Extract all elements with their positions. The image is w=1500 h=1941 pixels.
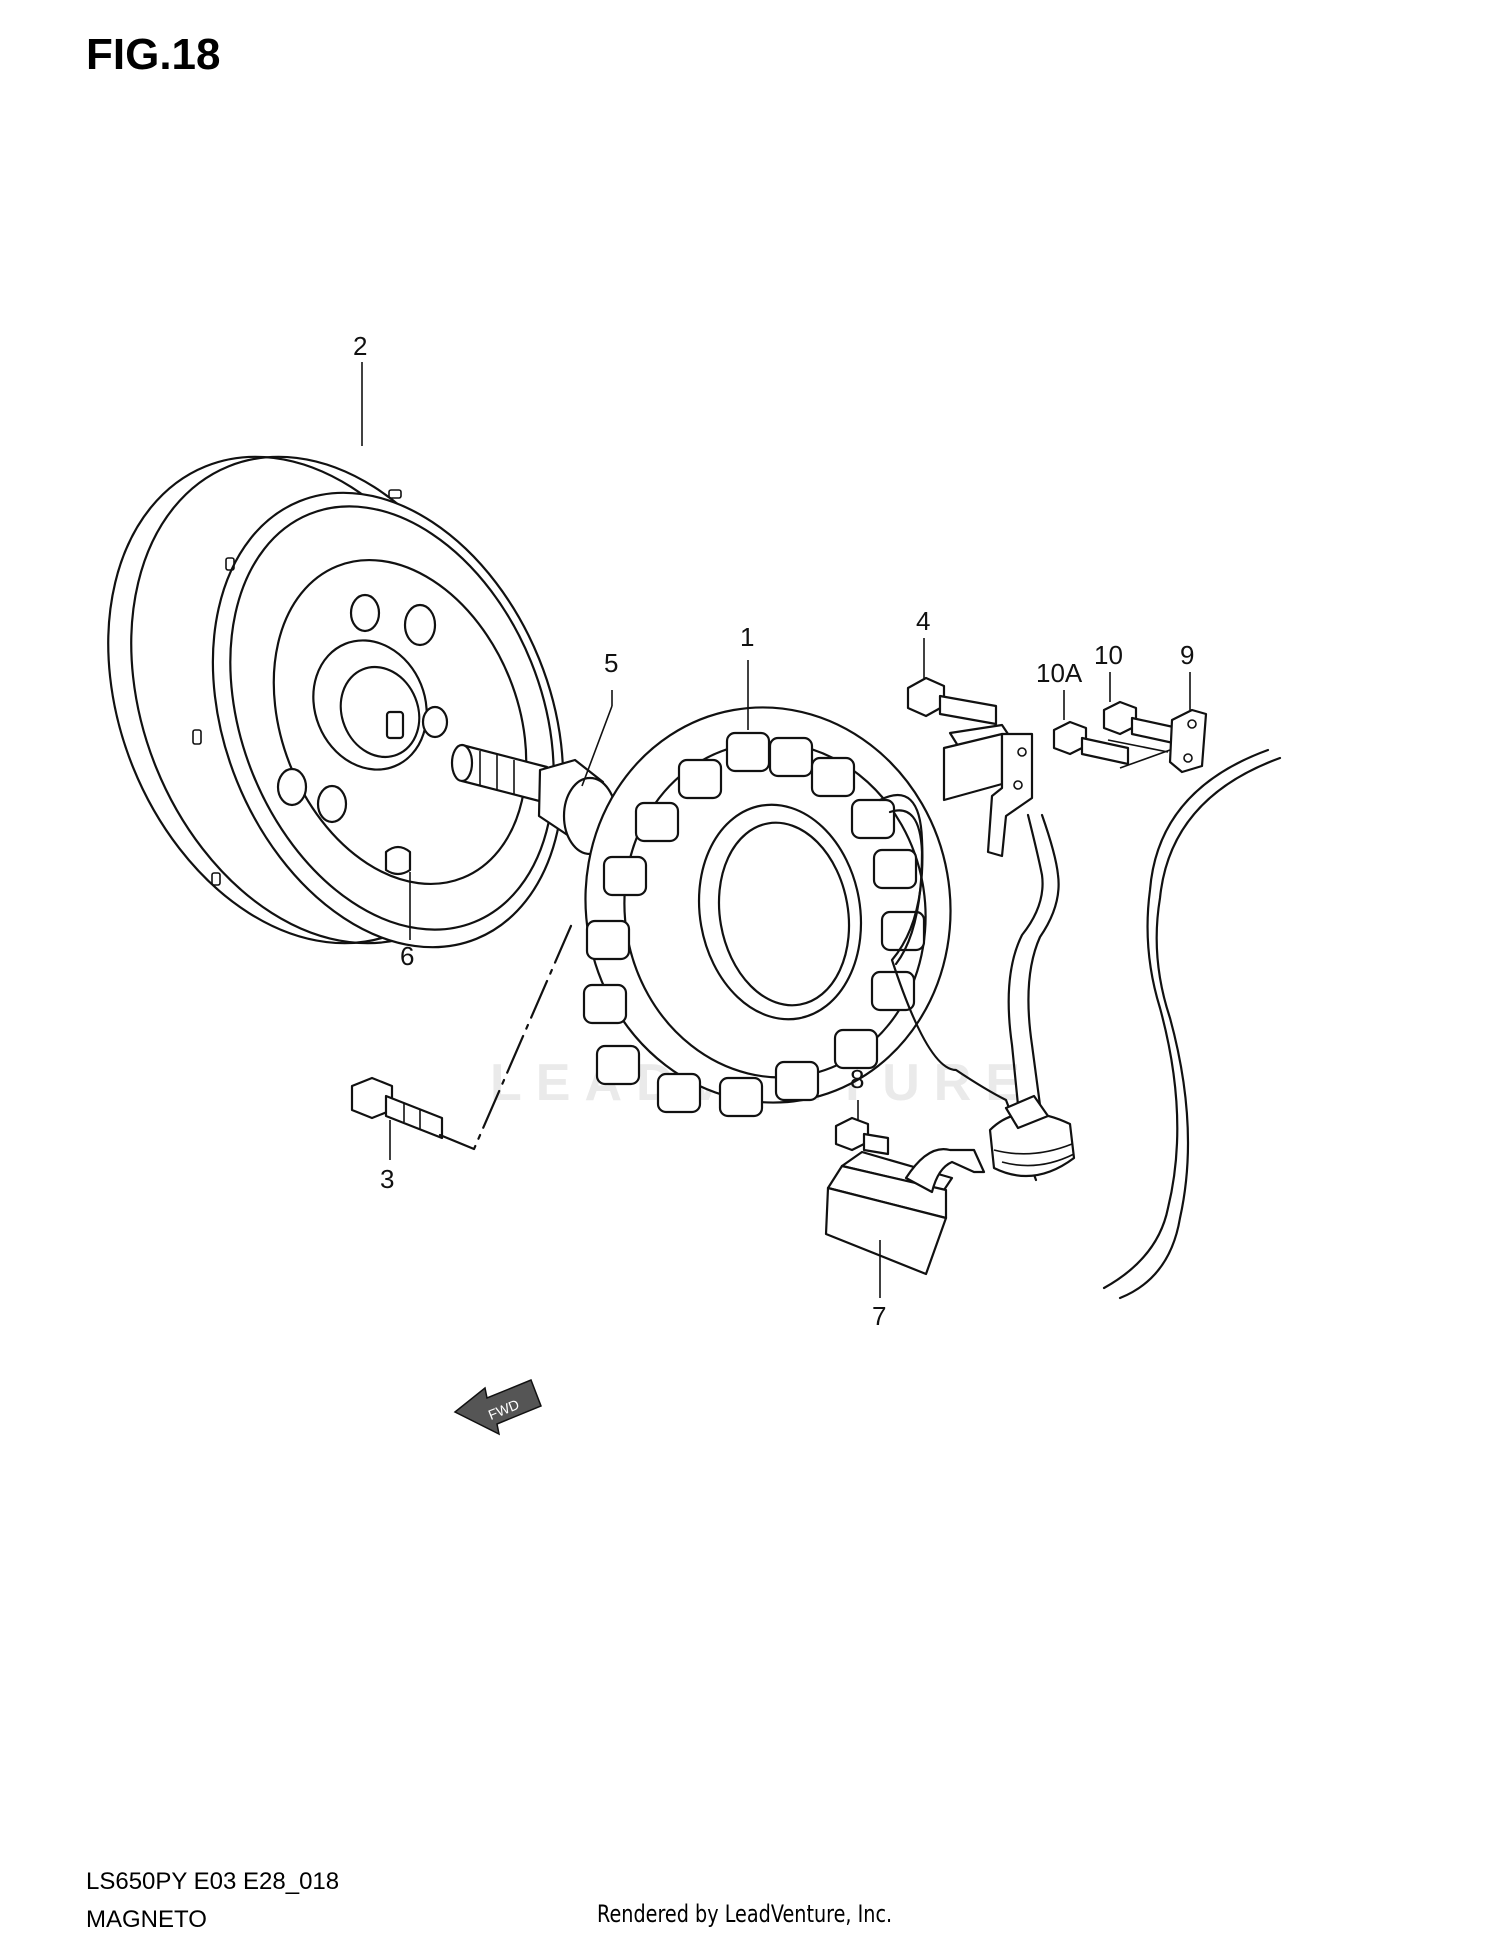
callout-5: 5 [604,648,618,678]
assembly-guide-line [438,917,576,1151]
bolt-10a-part [1052,720,1130,766]
bolt-3-part [350,1076,444,1140]
callout-6: 6 [400,941,414,971]
callout-4: 4 [916,606,930,636]
clamp-7-part [824,1148,986,1276]
bolt-4-part [906,676,998,726]
callout-8: 8 [850,1064,864,1094]
figure-title: FIG.18 [86,30,221,79]
callout-3: 3 [380,1164,394,1194]
figure-code: LS650PY E03 E28_018 [86,1868,340,1895]
callout-1: 1 [740,622,754,652]
stator-wire [878,794,1038,1182]
callout-10: 10 [1094,640,1123,670]
clamp-9-part [1107,708,1208,774]
key-part [384,845,412,876]
callout-10a: 10A [1036,658,1083,688]
callout-7: 7 [872,1301,886,1331]
harness-wire-inner [1102,748,1270,1290]
harness-wire-outer [1118,756,1282,1300]
grommet-part [988,1094,1076,1178]
callout-9: 9 [1180,640,1194,670]
bolt-10-part [1102,700,1180,746]
callout-2: 2 [353,331,367,361]
render-credit: Rendered by LeadVenture, Inc. [597,1900,893,1928]
bolt-8-part [834,1116,890,1156]
stator-part [582,706,952,1118]
pickup-coil-part [942,723,1060,1107]
fwd-arrow-icon: FWD [453,1379,542,1436]
rotor-part [107,455,565,949]
figure-name: MAGNETO [86,1906,207,1933]
stator-wire-inner [888,809,924,966]
leader-line-5 [581,705,613,787]
